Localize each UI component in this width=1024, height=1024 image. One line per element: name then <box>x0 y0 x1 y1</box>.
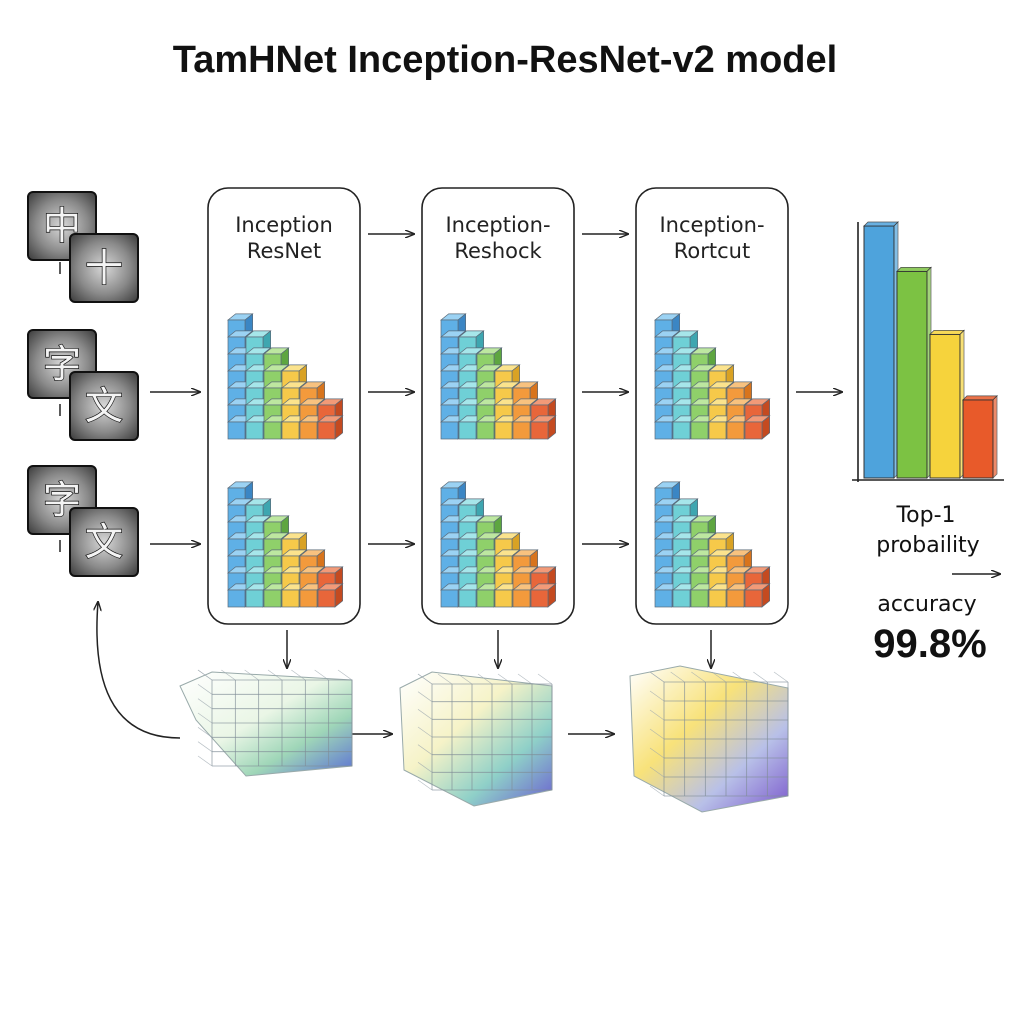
character-glyph: 字 <box>43 478 81 522</box>
feature-cube-stack-top <box>440 313 557 440</box>
character-image-tile: 文 <box>69 371 139 441</box>
inception-block-3: Inception- Rortcut <box>635 187 789 625</box>
feature-map-grid <box>649 671 789 797</box>
character-image-tile: 文 <box>69 507 139 577</box>
top1-label: Top-1 <box>895 503 955 528</box>
bar-4 <box>962 394 998 479</box>
bar-1 <box>863 221 899 479</box>
diagram-title: TamHNet Inception-ResNet-v2 model <box>173 39 837 81</box>
accuracy-label: accuracy <box>877 592 976 617</box>
block-label-line2: ResNet <box>247 239 321 263</box>
feature-map-grid <box>417 673 553 791</box>
character-image-tile: 十 <box>69 233 139 303</box>
bar-2 <box>896 266 932 479</box>
block-label-line1: Inception <box>235 213 333 237</box>
accuracy-value: 99.8% <box>873 622 986 666</box>
feature-cube-stack-bottom <box>654 481 771 608</box>
block-label-line2: Rortcut <box>674 239 750 263</box>
character-glyph: 文 <box>85 520 123 564</box>
probability-bar-chart <box>852 221 1004 482</box>
feature-map-2 <box>399 671 553 807</box>
block-frame <box>207 187 361 625</box>
flow-arrows <box>59 234 842 739</box>
output-panel: Top-1 probaility accuracy 99.8% <box>873 503 1000 666</box>
character-image-tile: 中 <box>27 191 97 261</box>
inception-block-1: Inception ResNet <box>207 187 361 625</box>
bars-group <box>863 221 998 479</box>
feature-cube-stack-bottom <box>227 481 344 608</box>
character-glyph: 文 <box>85 384 123 428</box>
feedback-arrow <box>97 602 181 739</box>
character-glyph: 字 <box>43 342 81 386</box>
block-label-line2: Reshock <box>454 239 542 263</box>
feature-cube-stack-top <box>227 313 344 440</box>
feature-maps <box>179 665 789 813</box>
feature-cube-stack-top <box>654 313 771 440</box>
block-frame <box>421 187 575 625</box>
probability-label: probaility <box>876 533 979 558</box>
block-label-line1: Inception- <box>445 213 550 237</box>
block-label-line1: Inception- <box>659 213 764 237</box>
block-frame <box>635 187 789 625</box>
feature-map-grid <box>197 669 353 767</box>
feature-cube-stack-bottom <box>440 481 557 608</box>
feature-map-1 <box>179 669 353 777</box>
inception-block-2: Inception- Reshock <box>421 187 575 625</box>
feature-map-3 <box>629 665 789 813</box>
character-glyph: 十 <box>85 246 123 290</box>
bar-3 <box>929 329 965 479</box>
